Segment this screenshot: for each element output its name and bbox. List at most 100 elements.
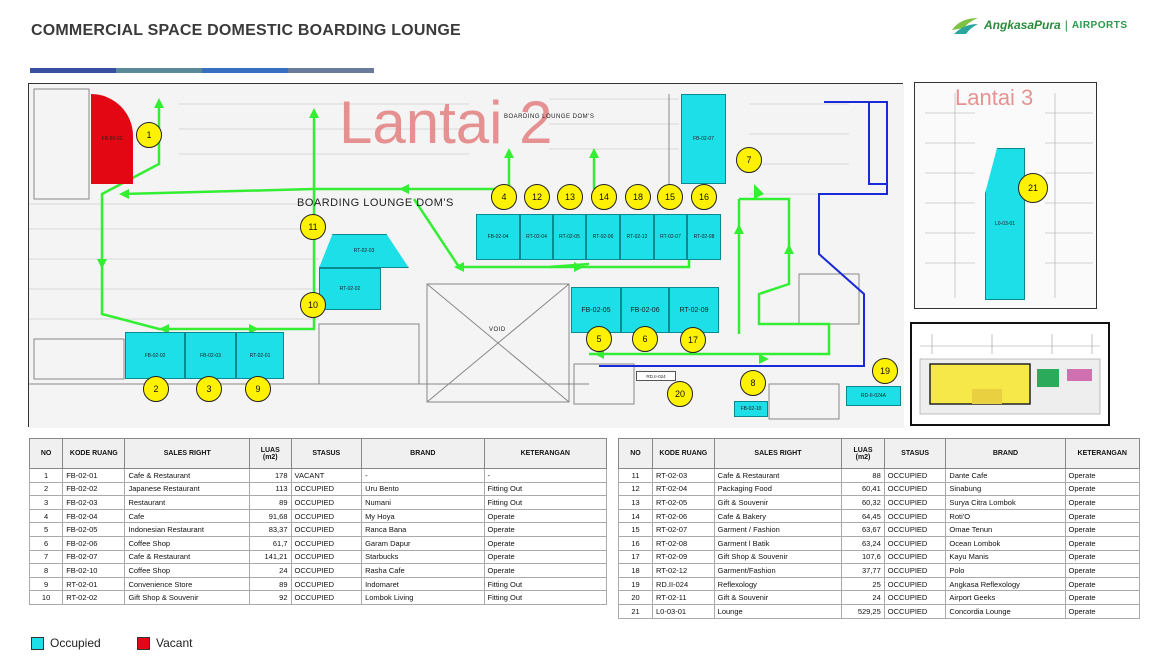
table-cell: 91,68 [249,508,292,524]
table-cell: 1 [28,468,64,483]
occupied-swatch [31,636,44,650]
table-cell: Convenience Store [124,576,250,592]
table-cell: Lombok Living [361,590,485,605]
room-fb-02-05[interactable]: FB-02-05 [571,287,621,333]
hall-label: BOARDING LOUNGE DOM'S [297,197,454,209]
vacant-swatch [137,636,150,650]
table-cell: Operate [1064,563,1140,578]
map-marker-6[interactable]: 6 [632,326,658,352]
room-fb-02-03[interactable]: FB-02-03 [185,332,236,379]
room-rt-02-02[interactable]: RT-02-02 [319,268,381,310]
table-cell: RT-02-01 [62,576,126,592]
table-cell: - [361,468,485,483]
map-marker-9[interactable]: 9 [245,376,271,402]
room-rt-02-12[interactable]: RT-02-12 [620,214,654,260]
logo-text: AngkasaPura [984,18,1061,32]
table-cell: Gift Shop & Souvenir [124,590,250,605]
table-cell: Cafe [124,508,250,524]
col-sales-right: SALES RIGHT [124,438,250,469]
table-cell: Polo [945,563,1066,578]
table-cell: RT-02-06 [652,508,715,524]
room-rt-02-08[interactable]: RT-02-08 [687,214,721,260]
table-cell: Lounge [713,603,843,619]
map-marker-11[interactable]: 11 [300,214,326,240]
room-rt-02-04[interactable]: RT-02-04 [520,214,553,260]
map-marker-17[interactable]: 17 [680,327,706,353]
floor-2-map: Lantai 2 BOARDING LOUNGE DOM'S BOARDING … [28,83,904,428]
room-rt-02-09[interactable]: RT-02-09 [669,287,719,333]
angkasa-pura-logo-icon [952,18,978,34]
col-brand: BRAND [361,438,485,469]
floor-3-watermark: Lantai 3 [955,85,1034,110]
map-marker-4[interactable]: 4 [491,184,517,210]
table-cell: 16 [617,535,654,551]
map-marker-14[interactable]: 14 [591,184,617,210]
key-map-plan [919,334,1101,415]
room-fb-02-07[interactable]: FB-02-07 [681,94,726,184]
table-cell: 8 [28,563,64,578]
map-marker-19[interactable]: 19 [872,358,898,384]
table-cell: Starbucks [361,549,485,565]
map-marker-3[interactable]: 3 [196,376,222,402]
table-cell: Indonesian Restaurant [124,522,250,537]
map-marker-1[interactable]: 1 [136,122,162,148]
title-underline-2 [116,68,202,73]
table-cell: Ocean Lombok [945,535,1066,551]
room-rt-02-06[interactable]: RT-02-06 [586,214,620,260]
map-marker-16[interactable]: 16 [691,184,717,210]
table-cell: Roti'O [945,508,1066,524]
table-cell: Garment/Fashion [713,563,843,578]
map-marker-5[interactable]: 5 [586,326,612,352]
table-cell: Operate [483,535,608,551]
table-cell: Operate [483,549,608,565]
occupied-label: Occupied [50,636,101,650]
table-cell: Garment / Fashion [713,522,843,537]
map-marker-12[interactable]: 12 [524,184,550,210]
table-cell: Kayu Manis [945,549,1066,565]
map-marker-13[interactable]: 13 [557,184,583,210]
table-cell: Restaurant [124,495,250,510]
room-fb-02-02[interactable]: FB-02-02 [125,332,185,379]
room-fb-02-06[interactable]: FB-02-06 [621,287,669,333]
room-fb-02-04[interactable]: FB-02-04 [476,214,520,260]
map-marker-20[interactable]: 20 [667,381,693,407]
table-cell: 13 [617,495,654,510]
map-marker-7[interactable]: 7 [736,147,762,173]
table-cell: RD.II-024 [652,576,715,592]
room-rt-02-01[interactable]: RT-02-01 [236,332,284,379]
room-rt-02-05[interactable]: RT-02-05 [553,214,586,260]
table-cell: 4 [28,508,64,524]
table-cell: FB-02-03 [62,495,126,510]
table-cell: 61,7 [249,535,292,551]
map-marker-18[interactable]: 18 [625,184,651,210]
table-cell: OCCUPIED [883,522,947,537]
table-cell: 37,77 [841,563,885,578]
table-cell: Sinabung [945,481,1066,497]
tenant-table-right: NO KODE RUANG SALES RIGHT LUAS (m2) STAS… [617,438,1140,619]
map-marker-8[interactable]: 8 [740,370,766,396]
map-marker-21[interactable]: 21 [1018,173,1048,203]
table-cell: Operate [1064,535,1140,551]
room-rt-02-07[interactable]: RT-02-07 [654,214,687,260]
map-marker-15[interactable]: 15 [657,184,683,210]
table-cell: 60,41 [841,481,885,497]
table-cell: Japanese Restaurant [124,481,250,497]
room-l0-03-01[interactable]: L0-03-01 [985,148,1025,300]
table-cell: VACANT [290,468,363,483]
table-cell: OCCUPIED [290,563,363,578]
table-cell: RT-02-04 [652,481,715,497]
room-fb-02-10[interactable]: FB-02-10 [734,401,768,417]
room-rd-ii-024a[interactable]: RD-II-024A [846,386,901,406]
map-marker-2[interactable]: 2 [143,376,169,402]
map-marker-10[interactable]: 10 [300,292,326,318]
col-luas: LUAS (m2) [841,438,885,469]
col-no: NO [28,438,64,469]
title-underline-1 [30,68,116,73]
room-rd-ii-024[interactable]: RD.II-024 [636,371,676,381]
